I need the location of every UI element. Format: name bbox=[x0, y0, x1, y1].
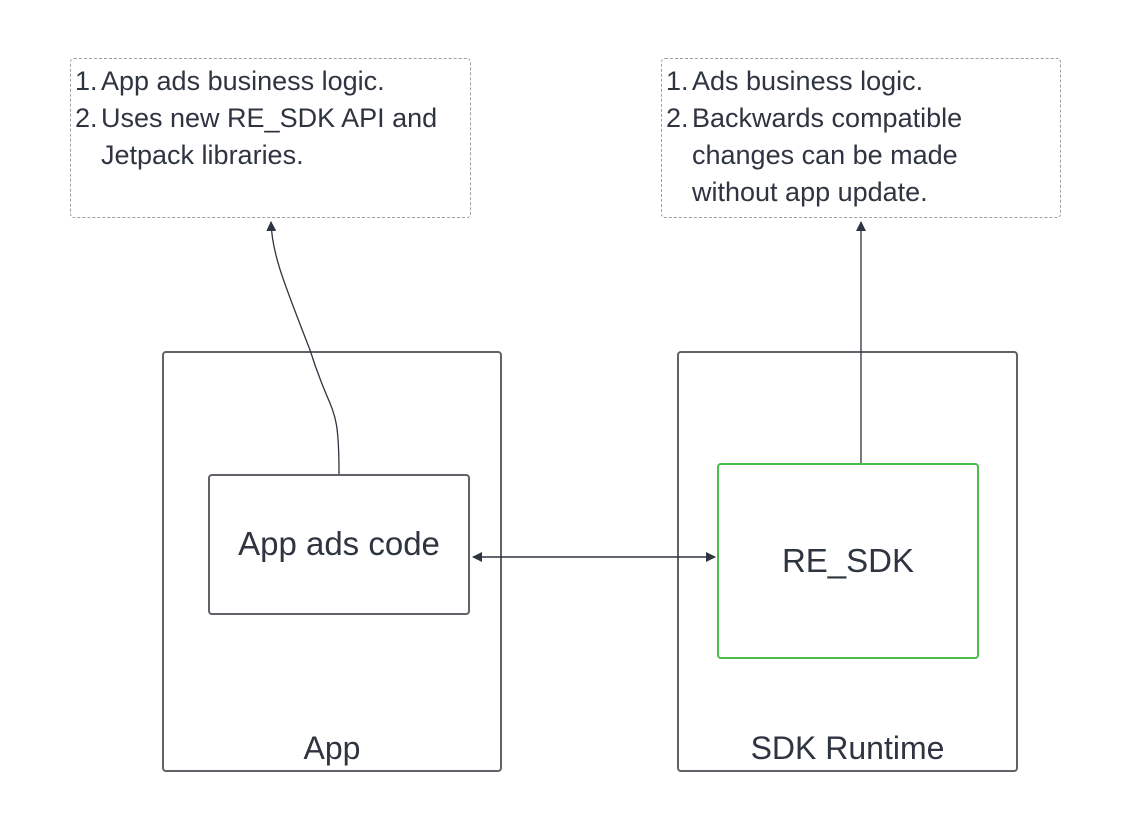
note-sdk-runtime: Ads business logic. Backwards compatible… bbox=[661, 58, 1061, 218]
note-app-ads-list: App ads business logic. Uses new RE_SDK … bbox=[71, 63, 470, 174]
sdk-runtime-container: SDK Runtime bbox=[677, 351, 1018, 772]
note-app-ads-item-1: App ads business logic. bbox=[75, 63, 385, 100]
re-sdk-box: RE_SDK bbox=[717, 463, 979, 659]
note-app-ads-item-2: Uses new RE_SDK API and Jetpack librarie… bbox=[75, 100, 438, 170]
re-sdk-label: RE_SDK bbox=[781, 542, 915, 579]
app-container-label: App bbox=[303, 730, 361, 766]
app-ads-code-box: App ads code bbox=[208, 474, 470, 615]
connector-app-ads-to-note bbox=[266, 221, 340, 475]
note-sdk-runtime-item-2: Backwards compatible changes can be made… bbox=[666, 100, 963, 207]
sdk-runtime-container-label: SDK Runtime bbox=[750, 730, 945, 766]
note-sdk-runtime-item-1: Ads business logic. bbox=[666, 63, 924, 100]
note-sdk-runtime-list: Ads business logic. Backwards compatible… bbox=[662, 63, 1060, 211]
app-ads-code-label: App ads code bbox=[238, 525, 440, 562]
note-app-ads: App ads business logic. Uses new RE_SDK … bbox=[70, 58, 471, 218]
